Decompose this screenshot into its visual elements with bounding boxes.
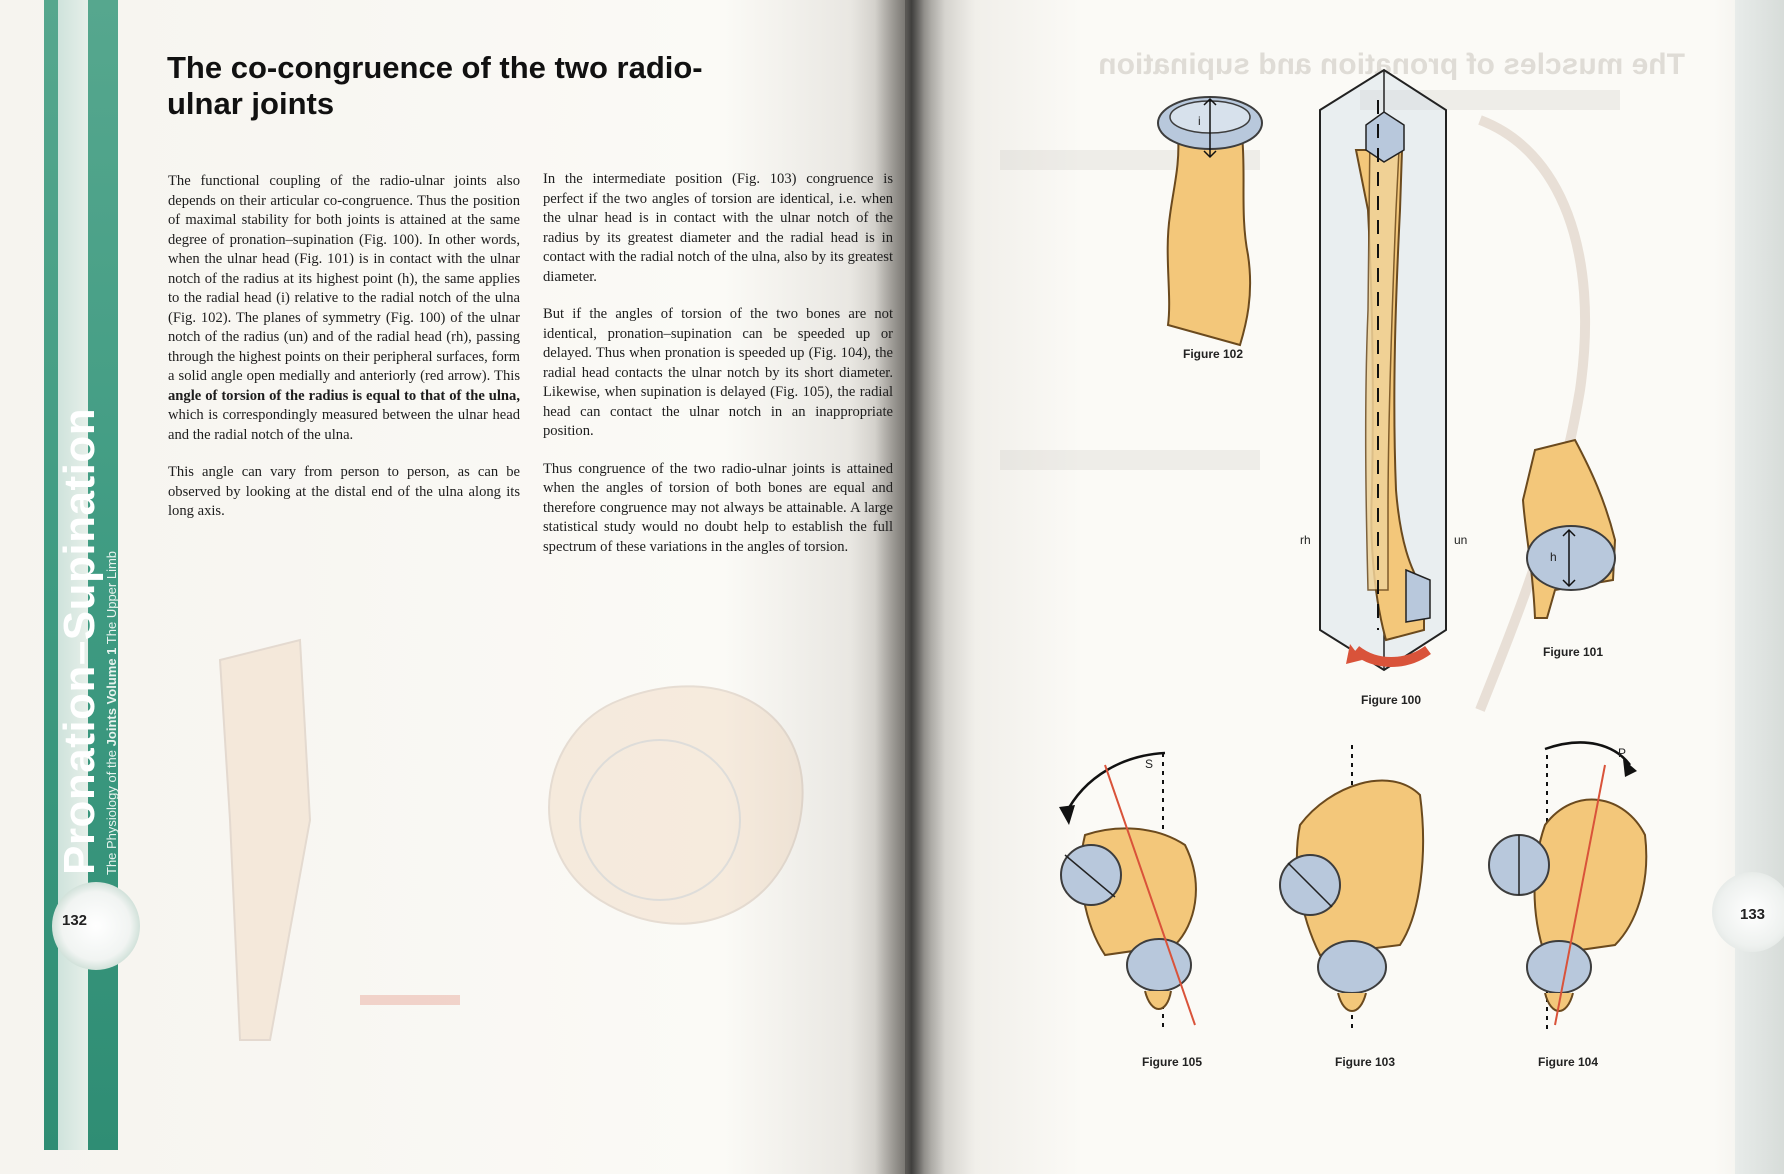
spine-subtitle-book: The Physiology of the [104,749,119,875]
label-s: S [1145,757,1154,771]
page-number-badge-left [52,882,140,970]
ulna-bone [1364,129,1401,591]
spine-subtitle-volume: Volume 1 [104,647,119,705]
figure-102-illustration [1157,96,1263,347]
red-axis-line [1554,764,1606,1026]
spine-subtitle-limb: The Upper Limb [104,550,119,645]
radius-shaft [1166,134,1252,347]
figure-100-illustration [1319,68,1447,672]
figure-101-illustration [1521,438,1617,619]
label-un: un [1454,533,1468,547]
radial-head [1060,844,1122,906]
figure-105-illustration [1059,751,1197,1030]
text-column-1: The functional coupling of the radio-uln… [168,172,520,540]
label-i: i [1198,114,1201,128]
pronation-arrow [1544,741,1631,766]
figure-101-caption: Figure 101 [1543,645,1604,659]
red-rotation-arrow [1352,645,1431,667]
figure-102-caption: Figure 102 [1183,347,1244,361]
label-rh: rh [1300,533,1311,547]
ulnar-head-cartilage [1526,525,1616,591]
paragraph: The functional coupling of the radio-uln… [168,172,520,445]
page-heading: The co-congruence of the two radio-ulnar… [167,50,703,121]
page-number-right: 133 [1740,906,1766,923]
paragraph-text: which is correspondingly measured betwee… [168,407,520,443]
ulnar-head [1317,940,1387,994]
red-axis-line [1104,764,1196,1026]
paragraph-emphasis: angle of torsion of the radius is equal … [168,387,520,404]
figure-105-caption: Figure 105 [1142,1055,1203,1069]
left-page [0,0,905,1174]
figure-104-illustration [1488,741,1648,1030]
spine-subtitle-joints: Joints [104,708,119,747]
ulnar-head [1526,940,1592,994]
paragraph: But if the angles of torsion of the two … [543,306,893,439]
paragraph: Thus congruence of the two radio-ulnar j… [543,460,893,555]
book-gutter-shadow [875,0,945,1174]
right-page-edge-band [1735,0,1784,1174]
spine-book-subtitle: The Physiology of the Joints Volume 1 Th… [104,435,124,875]
page-number-badge-right [1712,872,1784,952]
ulna-proximal [1533,798,1648,957]
text-column-2: In the intermediate position (Fig. 103) … [543,170,893,575]
figure-103-illustration [1279,745,1425,1030]
label-p: P [1618,746,1627,760]
paragraph-text: The functional coupling of the radio-uln… [168,173,520,384]
paragraph: This angle can vary from person to perso… [168,464,520,519]
figure-100-caption: Figure 100 [1361,693,1422,707]
show-through-illustration-left [218,638,804,1041]
label-h: h [1550,550,1557,564]
page-number-left: 132 [62,912,88,929]
figure-104-caption: Figure 104 [1538,1055,1599,1069]
paragraph: In the intermediate position (Fig. 103) … [543,171,893,285]
figure-103-caption: Figure 103 [1335,1055,1396,1069]
